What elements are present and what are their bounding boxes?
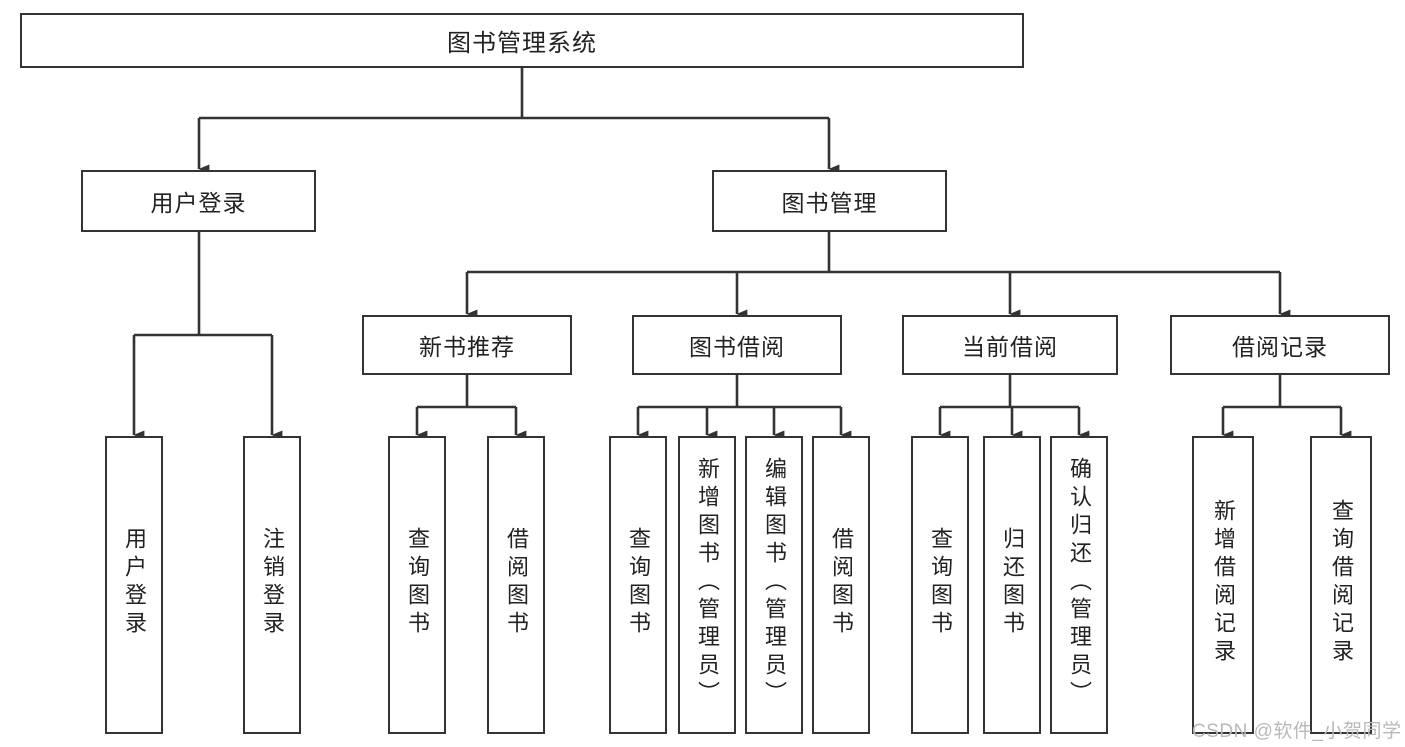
node-book-borrow[interactable]: 图书借阅: [632, 315, 842, 375]
node-label: 新书推荐: [419, 334, 515, 360]
node-leaf-borrow-book-2[interactable]: 借阅图书: [812, 436, 870, 734]
node-leaf-add-book[interactable]: 新增图书（管理员）: [678, 436, 736, 734]
node-label: 新增图书（管理员）: [695, 457, 720, 709]
node-label: 查询图书: [405, 527, 430, 639]
node-label: 当前借阅: [962, 334, 1058, 360]
node-label: 图书借阅: [689, 334, 785, 360]
node-leaf-user-login[interactable]: 用户登录: [105, 436, 163, 734]
node-leaf-confirm-return[interactable]: 确认归还（管理员）: [1050, 436, 1108, 734]
node-book-manage[interactable]: 图书管理: [712, 170, 947, 232]
node-label: 归还图书: [1000, 527, 1025, 639]
node-leaf-query-book-1[interactable]: 查询图书: [388, 436, 446, 734]
node-label: 编辑图书（管理员）: [762, 457, 787, 709]
node-label: 借阅图书: [829, 527, 854, 639]
node-root[interactable]: 图书管理系统: [20, 13, 1024, 68]
node-leaf-edit-book[interactable]: 编辑图书（管理员）: [745, 436, 803, 734]
node-label: 借阅记录: [1232, 334, 1328, 360]
node-label: 图书管理系统: [447, 30, 597, 57]
node-label: 查询图书: [626, 527, 651, 639]
node-label: 查询借阅记录: [1329, 499, 1354, 667]
node-label: 查询图书: [928, 527, 953, 639]
connector-edges: [132, 68, 1352, 440]
node-label: 新增借阅记录: [1211, 499, 1236, 667]
node-borrow-record[interactable]: 借阅记录: [1170, 315, 1390, 375]
node-leaf-query-book-3[interactable]: 查询图书: [911, 436, 969, 734]
node-leaf-borrow-book-1[interactable]: 借阅图书: [487, 436, 545, 734]
node-new-book-rec[interactable]: 新书推荐: [362, 315, 572, 375]
node-leaf-query-book-2[interactable]: 查询图书: [609, 436, 667, 734]
node-label: 图书管理: [781, 190, 878, 216]
node-label: 确认归还（管理员）: [1067, 457, 1092, 709]
node-label: 借阅图书: [504, 527, 529, 639]
node-leaf-user-logout[interactable]: 注销登录: [243, 436, 301, 734]
node-current-borrow[interactable]: 当前借阅: [902, 315, 1118, 375]
node-label: 注销登录: [260, 527, 285, 639]
node-label: 用户登录: [150, 190, 247, 216]
node-leaf-query-record[interactable]: 查询借阅记录: [1310, 436, 1372, 734]
node-user-login[interactable]: 用户登录: [81, 170, 316, 232]
node-label: 用户登录: [122, 527, 147, 639]
node-leaf-add-record[interactable]: 新增借阅记录: [1192, 436, 1254, 734]
node-leaf-return-book[interactable]: 归还图书: [983, 436, 1041, 734]
